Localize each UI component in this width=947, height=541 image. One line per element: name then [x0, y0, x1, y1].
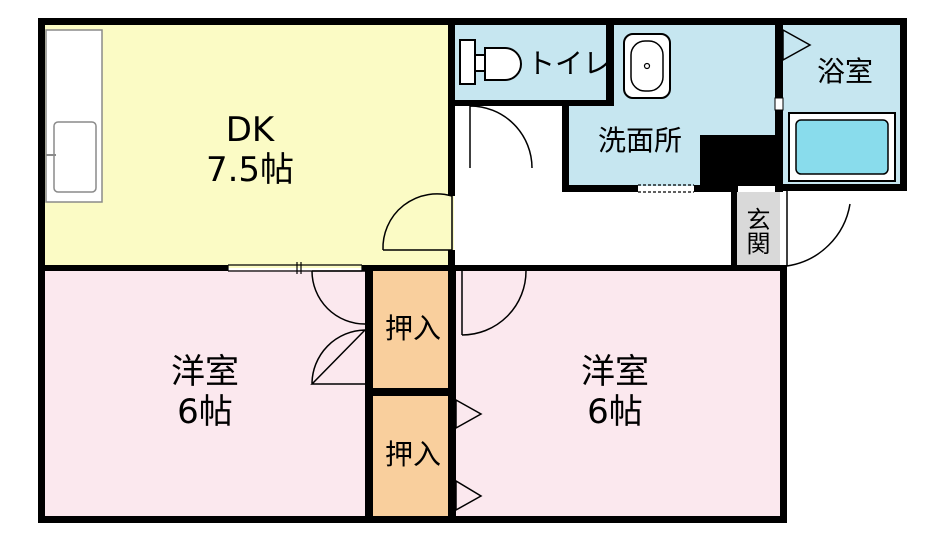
door-hall-toilet	[469, 105, 533, 169]
door-closet-lower-b	[455, 479, 483, 512]
door-closet-upper-b	[310, 329, 366, 385]
door-western-right	[461, 270, 527, 336]
door-bathroom	[782, 28, 812, 62]
kitchen-sink	[53, 121, 97, 193]
entrance-floor	[733, 192, 780, 268]
toilet-tank	[459, 39, 476, 85]
door-dk	[382, 193, 453, 251]
closet-upper-floor	[372, 270, 454, 388]
sliding-door-dk	[227, 262, 363, 274]
door-entrance	[786, 191, 851, 267]
closet-lower-floor	[372, 396, 454, 518]
western-room-right-floor	[455, 270, 780, 518]
pipe-space	[700, 135, 780, 186]
sliding-door-washroom	[638, 184, 694, 193]
western-room-left-floor	[44, 270, 370, 518]
door-closet-lower-a	[455, 398, 483, 430]
toilet-bowl	[484, 47, 522, 81]
dk-floor	[44, 24, 454, 268]
interior-walls	[38, 18, 787, 523]
